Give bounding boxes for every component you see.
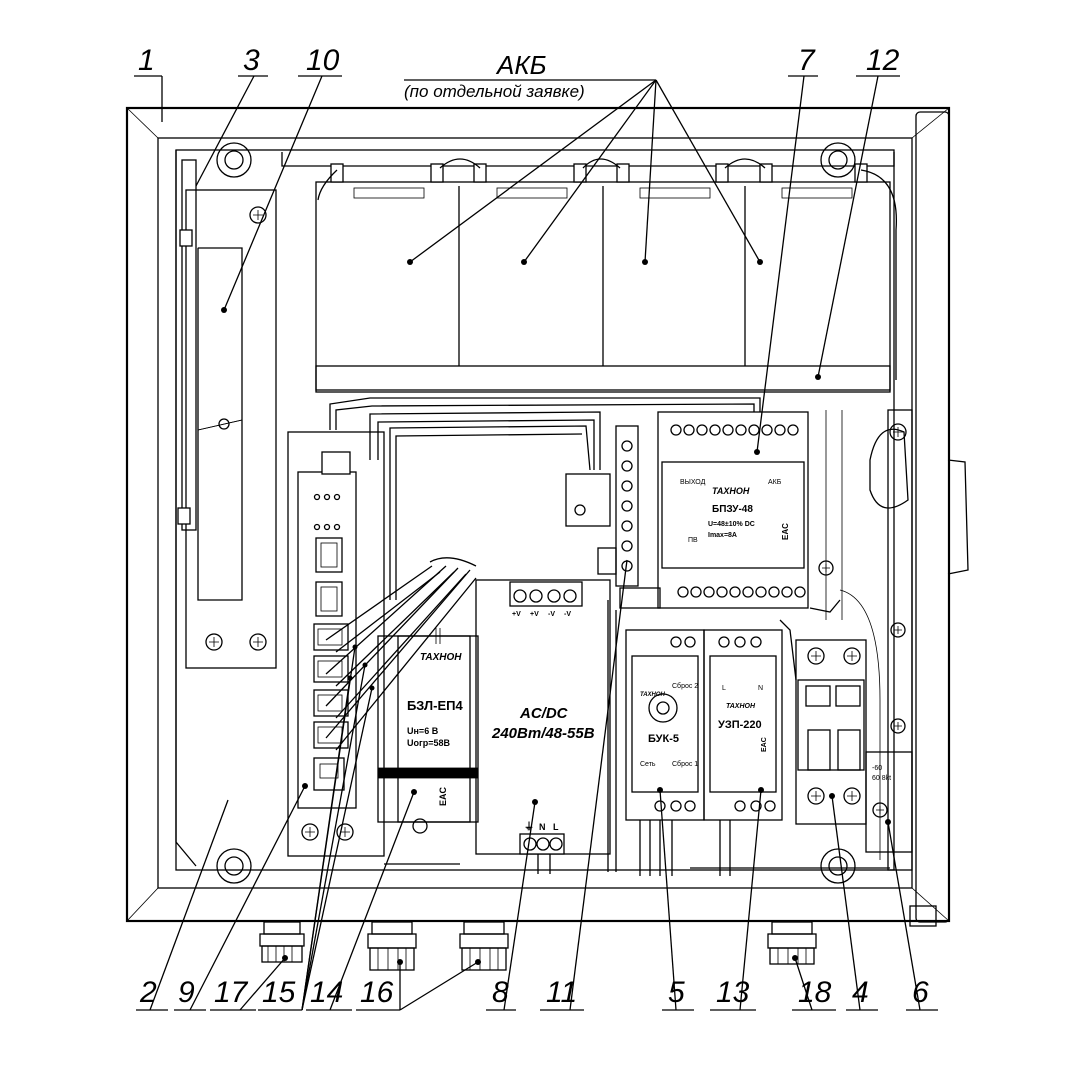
- top-callouts: 1 3 10 7 12: [134, 44, 900, 453]
- callout-9: 9: [178, 976, 195, 1009]
- callout-13: 13: [716, 976, 750, 1009]
- breaker-mark-1: -60: [872, 765, 882, 772]
- bzl-eac-mark: EAC: [438, 786, 448, 806]
- bottom-callouts: 2 9 17 15 14 16 8 11 5 13 18: [136, 559, 938, 1011]
- psu-term-4: -V: [564, 611, 571, 618]
- battery-terminals: [317, 158, 898, 380]
- buk-sbros1: Сброс 1: [672, 760, 698, 768]
- callout-1: 1: [138, 44, 155, 77]
- bpzu-out-label: ВЫХОД: [680, 479, 706, 486]
- bpzu-spec2: Imax=8A: [708, 532, 737, 539]
- terminal-block: [565, 425, 661, 609]
- callout-15: 15: [262, 976, 296, 1009]
- bpzu-spec1: U=48±10% DC: [708, 521, 755, 528]
- bpzu-eac-mark: EAC: [781, 523, 790, 540]
- door-hinge-side: [887, 111, 969, 923]
- battery-subtitle: (по отдельной заявке): [404, 82, 585, 101]
- callout-16: 16: [360, 976, 394, 1009]
- mounting-bosses: [216, 142, 895, 884]
- bzl-ep4-module: TAXHOH БЗЛ-ЕП4 Uн=6 В Uогр=58В EAC: [377, 628, 479, 834]
- bpzu-pb-label: ПВ: [688, 537, 698, 544]
- psu-term-n: N: [539, 822, 546, 832]
- psu-term-l: L: [553, 822, 559, 832]
- battery-pack: [315, 158, 898, 393]
- bpzu-48-charger: ВЫХОД АКБ TAXHOH БПЗУ-48 U=48±10% DC Ima…: [657, 411, 809, 609]
- bpzu-top-terminals: [670, 424, 799, 436]
- bpzu-brand: TAXHOH: [712, 486, 750, 496]
- callout-10: 10: [306, 44, 340, 77]
- battery-label: АКБ (по отдельной заявке): [404, 50, 761, 263]
- uzp-n-label: N: [758, 685, 763, 692]
- psu-term-3: -V: [548, 611, 555, 618]
- patch-cords: [325, 557, 477, 751]
- bzl-spec2: Uогр=58В: [407, 738, 451, 748]
- callout-7: 7: [798, 44, 816, 77]
- internal-wiring: [329, 397, 890, 876]
- bzl-spec1: Uн=6 В: [407, 726, 439, 736]
- gland-18: [767, 921, 817, 965]
- acdc-power-supply: +V +V -V -V AC/DC 240Вт/48-55В ⏚ N L: [475, 579, 611, 855]
- breaker-mark-2: 60 8kt: [872, 775, 891, 782]
- bpzu-akb-label: АКБ: [768, 479, 782, 486]
- psu-term-pe: ⏚: [524, 821, 534, 833]
- buk-brand: TAXHOH: [640, 692, 666, 698]
- callout-18: 18: [798, 976, 832, 1009]
- callout-4: 4: [852, 976, 869, 1009]
- callout-2: 2: [139, 976, 157, 1009]
- circuit-breaker: [795, 639, 867, 825]
- psu-term-2: +V: [530, 611, 539, 618]
- uzp-l-label: L: [722, 685, 726, 692]
- callout-3: 3: [243, 44, 260, 77]
- bpzu-bottom-terminals: [677, 586, 806, 598]
- buk-sbros2: Сброс 2: [672, 682, 698, 690]
- gland-16b: [459, 921, 509, 971]
- uzp-name: УЗП-220: [718, 719, 762, 731]
- callout-12: 12: [866, 44, 900, 77]
- psu-term-1: +V: [512, 611, 521, 618]
- gland-17: [259, 921, 305, 963]
- psu-line2: 240Вт/48-55В: [491, 725, 595, 742]
- bpzu-name: БПЗУ-48: [712, 504, 753, 515]
- buk-5-module: TAXHOH БУК-5 Сброс 2 Сеть Сброс 1: [625, 629, 705, 821]
- cable-glands: [259, 905, 937, 971]
- uzp-220-module: L N TAXHOH УЗП-220 EAC: [703, 629, 783, 821]
- gland-16a: [367, 921, 417, 971]
- side-breaker: -60 60 8kt: [818, 423, 913, 853]
- buk-set: Сеть: [640, 761, 656, 768]
- callout-14: 14: [310, 976, 343, 1009]
- uzp-eac-mark: EAC: [761, 737, 768, 752]
- buk-name: БУК-5: [648, 733, 679, 745]
- callout-17: 17: [214, 976, 249, 1009]
- bzl-brand: TAXHOH: [420, 652, 462, 663]
- callout-5: 5: [668, 976, 685, 1009]
- psu-line1: AC/DC: [519, 705, 569, 722]
- bzl-name: БЗЛ-ЕП4: [407, 698, 463, 713]
- battery-title: АКБ: [495, 50, 547, 80]
- uzp-brand: TAXHOH: [726, 703, 756, 710]
- left-mounting-plate: [175, 150, 277, 867]
